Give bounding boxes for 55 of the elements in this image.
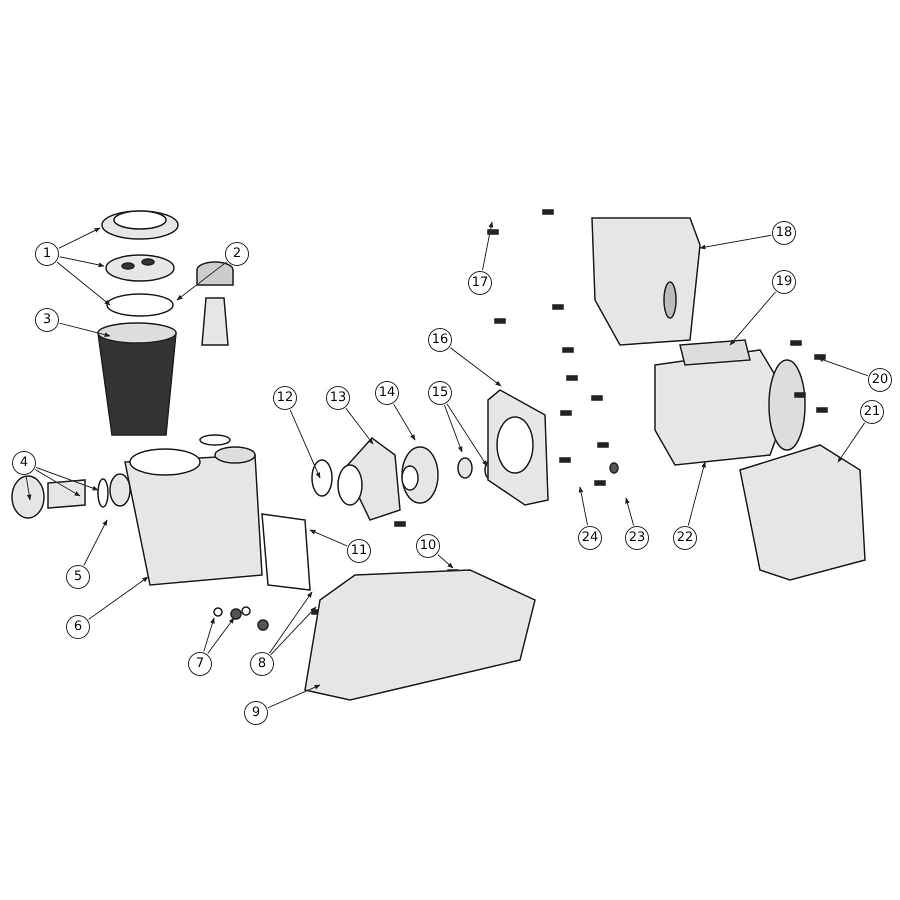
leader-line (176, 261, 228, 300)
callout-number: 21 (860, 400, 884, 424)
leader-line (268, 592, 312, 654)
callout-number: 9 (244, 701, 268, 725)
leader-line (688, 461, 706, 526)
leader-line (270, 606, 316, 656)
leader-line (838, 422, 866, 462)
leader-line (393, 404, 416, 441)
leader-line (345, 408, 374, 444)
leader-line (446, 403, 488, 466)
leader-line (730, 291, 776, 346)
callout-number: 12 (273, 386, 297, 410)
leader-line (34, 469, 81, 496)
callout-number: 18 (772, 221, 796, 245)
leader-line (59, 256, 105, 268)
leader-line (817, 358, 868, 376)
callout-number: 19 (772, 270, 796, 294)
callout-number: 23 (625, 526, 649, 550)
callout-number: 7 (188, 652, 212, 676)
leader-line (88, 576, 148, 620)
callout-number: 10 (416, 534, 440, 558)
callout-number: 22 (673, 526, 697, 550)
callout-number: 1 (35, 242, 59, 266)
callout-number: 14 (375, 381, 399, 405)
callout-number: 11 (347, 539, 371, 563)
leader-line (58, 228, 101, 249)
leader-line (444, 404, 462, 453)
callout-number: 13 (326, 386, 350, 410)
leader-line (83, 519, 108, 566)
leader-line (625, 497, 634, 526)
leader-line (437, 554, 454, 568)
callout-number: 17 (468, 271, 492, 295)
leader-line (482, 221, 494, 271)
callout-number: 4 (12, 451, 36, 475)
leader-line (36, 467, 99, 490)
callout-number: 5 (66, 565, 90, 589)
callout-number: 16 (428, 328, 452, 352)
callout-number: 6 (66, 615, 90, 639)
callout-number: 3 (35, 308, 59, 332)
callout-number: 20 (868, 368, 892, 392)
leader-line (203, 617, 215, 652)
callout-number: 8 (250, 652, 274, 676)
leader-line (59, 322, 111, 337)
callout-number: 2 (225, 242, 249, 266)
leader-line (56, 262, 110, 306)
leader-line (309, 530, 348, 546)
callout-number: 15 (428, 381, 452, 405)
leader-line (450, 347, 502, 386)
leader-line (267, 684, 321, 708)
callout-number: 24 (578, 526, 602, 550)
leader-line (290, 409, 320, 479)
leader-line (207, 618, 234, 654)
leader-line (26, 475, 32, 501)
leader-line (699, 234, 772, 250)
leader-line (578, 486, 588, 526)
